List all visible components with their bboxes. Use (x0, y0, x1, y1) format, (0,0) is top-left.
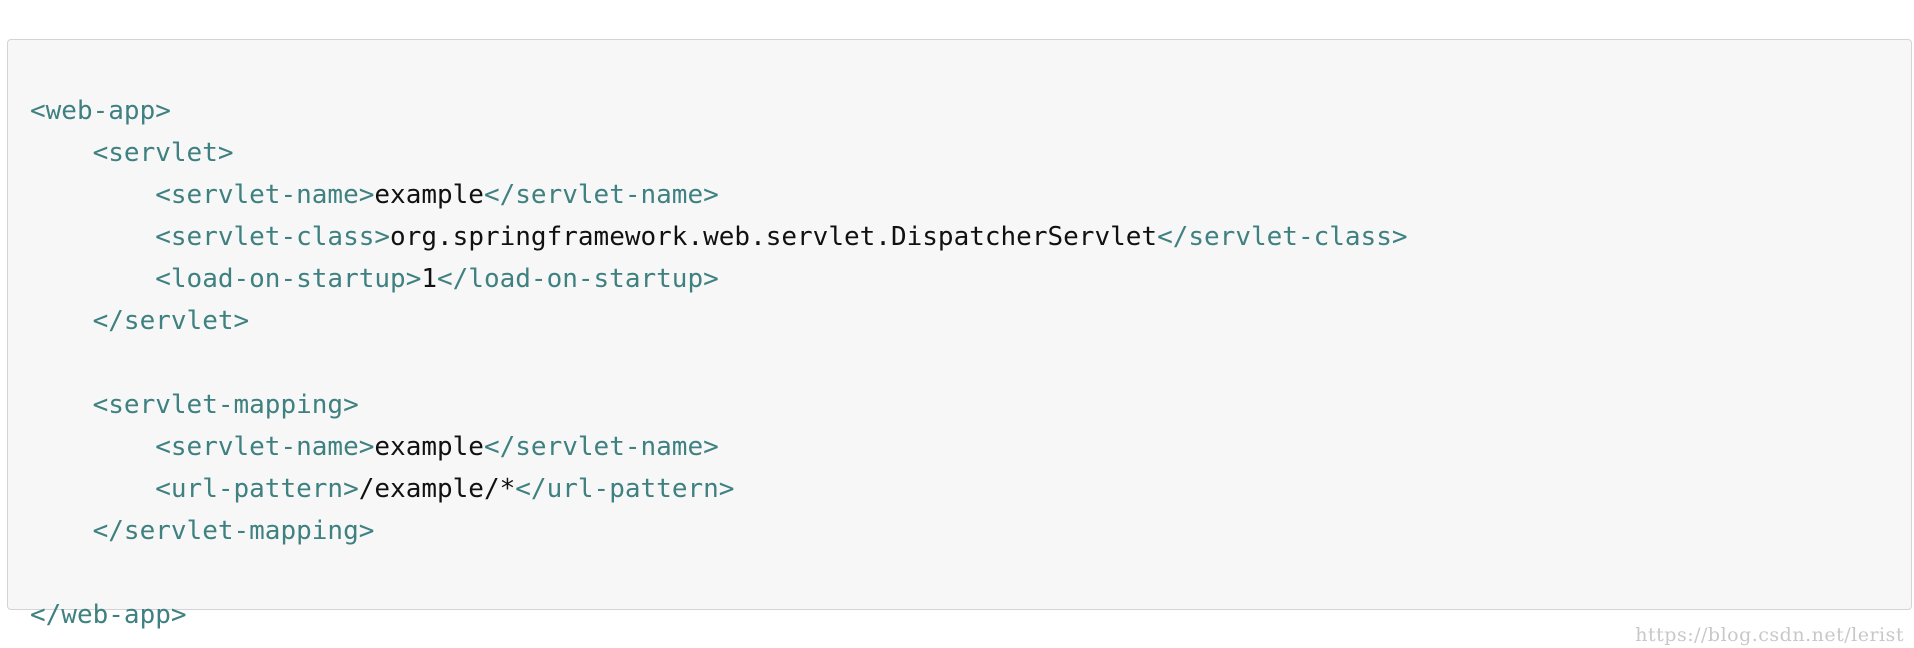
code-line: </web-app> (30, 594, 1408, 636)
code-line: </servlet> (30, 300, 1408, 342)
code-indent (30, 138, 93, 168)
code-line-blank (30, 552, 1408, 594)
xml-tag: </servlet> (92, 306, 250, 336)
xml-text: org.springframework.web.servlet.Dispatch… (390, 222, 1158, 252)
xml-tag: </load-on-startup> (437, 264, 719, 294)
code-indent (30, 306, 93, 336)
watermark: https://blog.csdn.net/lerist (1635, 624, 1904, 646)
code-indent (30, 390, 93, 420)
code-indent (30, 222, 155, 252)
xml-tag: </servlet-name> (483, 432, 719, 462)
xml-text: 1 (421, 264, 437, 294)
xml-tag: <servlet-mapping> (92, 390, 359, 420)
code-block[interactable]: <web-app> <servlet> <servlet-name>exampl… (7, 39, 1912, 630)
code-line: <load-on-startup>1</load-on-startup> (30, 258, 1408, 300)
code-indent (30, 474, 155, 504)
code-line-blank (30, 342, 1408, 384)
code-indent (30, 180, 155, 210)
xml-text: example (374, 432, 484, 462)
xml-tag: </web-app> (30, 600, 187, 630)
xml-tag: <servlet-class> (155, 222, 391, 252)
code-line: <url-pattern>/example/*</url-pattern> (30, 468, 1408, 510)
code-indent (30, 516, 93, 546)
code-indent (30, 432, 155, 462)
code-indent (30, 264, 155, 294)
xml-tag: </url-pattern> (515, 474, 735, 504)
code-lines: <web-app> <servlet> <servlet-name>exampl… (30, 90, 1408, 636)
xml-text: example (374, 180, 484, 210)
code-line: <servlet-name>example</servlet-name> (30, 426, 1408, 468)
xml-tag: </servlet-name> (483, 180, 719, 210)
code-line: <web-app> (30, 90, 1408, 132)
code-line: <servlet> (30, 132, 1408, 174)
xml-tag: <web-app> (30, 96, 171, 126)
code-line: <servlet-name>example</servlet-name> (30, 174, 1408, 216)
xml-tag: <url-pattern> (155, 474, 359, 504)
code-line: <servlet-mapping> (30, 384, 1408, 426)
code-line: <servlet-class>org.springframework.web.s… (30, 216, 1408, 258)
xml-tag: <servlet> (92, 138, 234, 168)
xml-tag: <servlet-name> (155, 432, 375, 462)
xml-text: /example/* (358, 474, 516, 504)
code-line: </servlet-mapping> (30, 510, 1408, 552)
xml-tag: <servlet-name> (155, 180, 375, 210)
xml-tag: </servlet-class> (1157, 222, 1408, 252)
xml-tag: <load-on-startup> (155, 264, 422, 294)
xml-tag: </servlet-mapping> (92, 516, 375, 546)
